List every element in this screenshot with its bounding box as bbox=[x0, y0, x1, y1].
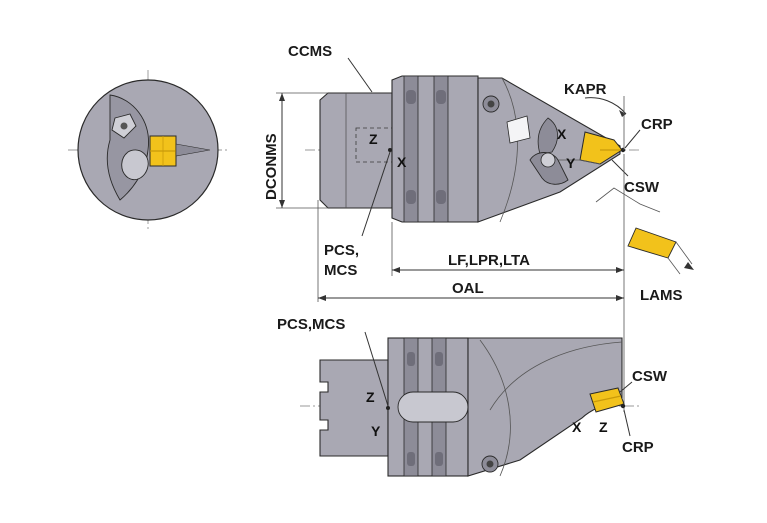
ccms-leader bbox=[347, 57, 373, 93]
top-view: Z X X Y bbox=[305, 75, 640, 223]
tip2-axis-x: X bbox=[572, 419, 582, 435]
pcs-mcs-top-label-line2: MCS bbox=[324, 262, 357, 279]
kapr-label: KAPR bbox=[564, 81, 607, 98]
pcs-mcs-bottom-label: PCS,MCS bbox=[277, 316, 345, 333]
end-view-clamp bbox=[121, 149, 149, 180]
bottom-view-slot bbox=[397, 391, 469, 423]
tip-axis-y: Y bbox=[566, 155, 576, 171]
pcs-mcs-top-label-line1: PCS, bbox=[324, 242, 359, 259]
csw-top-label: CSW bbox=[624, 179, 660, 196]
tip2-axis-z: Z bbox=[599, 419, 608, 435]
ccms-label: CCMS bbox=[288, 43, 332, 60]
top-view-axis-z: Z bbox=[369, 131, 378, 147]
kapr-arc bbox=[584, 97, 627, 115]
bottom-view-crp-point bbox=[620, 403, 626, 409]
top-view-groove-1 bbox=[403, 75, 419, 223]
top-dimensions: CCMS DCONMS KAPR CRP CSW LAMS PCS, MCS bbox=[263, 43, 694, 412]
lf-lpr-lta-label: LF,LPR,LTA bbox=[448, 252, 530, 269]
csw-bottom-label: CSW bbox=[632, 368, 668, 385]
crp-bottom-label: CRP bbox=[622, 439, 654, 456]
bottom-view-axis-y: Y bbox=[371, 423, 381, 439]
top-view-clamp bbox=[529, 152, 569, 185]
top-view-axis-x: X bbox=[397, 154, 407, 170]
tip-axis-x: X bbox=[557, 126, 567, 142]
bottom-view: Z Y X Z PCS,MCS CSW CRP bbox=[277, 316, 668, 477]
dconms-label: DCONMS bbox=[263, 133, 280, 200]
top-view-groove-2 bbox=[433, 75, 449, 223]
end-view bbox=[68, 70, 230, 232]
lams-label: LAMS bbox=[640, 287, 683, 304]
oal-label: OAL bbox=[452, 280, 484, 297]
lams-insert-detail bbox=[627, 227, 677, 259]
crp-top-label: CRP bbox=[641, 116, 673, 133]
end-view-screw-hole bbox=[120, 122, 128, 130]
bottom-view-insert bbox=[589, 387, 625, 413]
bottom-view-axis-z: Z bbox=[366, 389, 375, 405]
top-view-insert bbox=[579, 131, 623, 165]
top-view-crp-point bbox=[620, 147, 626, 153]
